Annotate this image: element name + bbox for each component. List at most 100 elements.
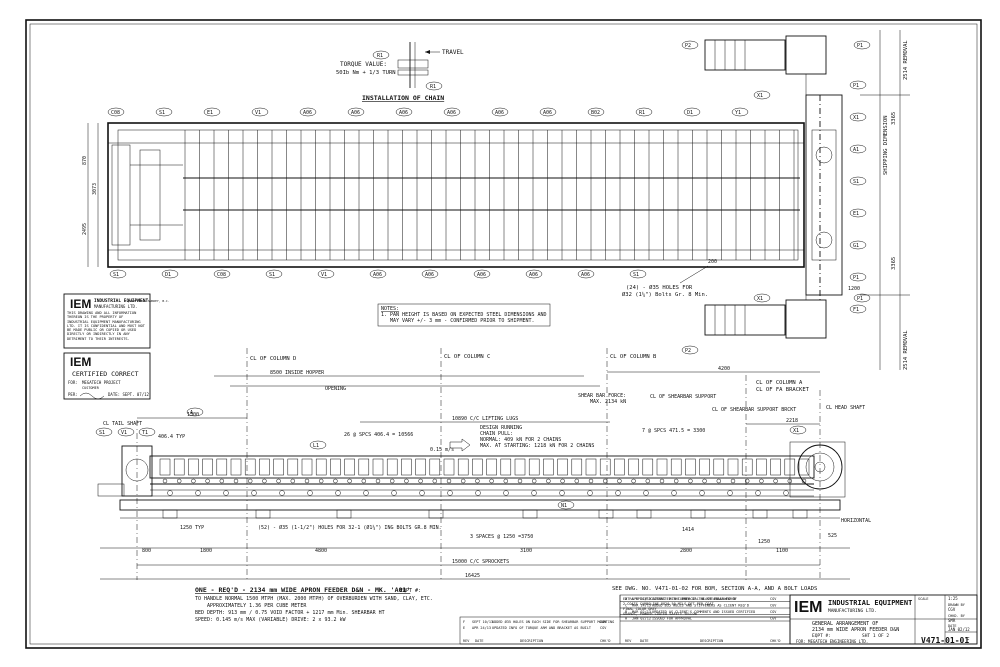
gearbox-bottom xyxy=(785,299,827,339)
svg-text:G1: G1 xyxy=(853,243,859,249)
svg-text:INDUSTRIAL EQUIPMENT: INDUSTRIAL EQUIPMENT xyxy=(828,599,912,607)
svg-text:GENERAL ARRANGEMENT OF: GENERAL ARRANGEMENT OF xyxy=(812,621,878,627)
svg-text:3365: 3365 xyxy=(891,257,897,270)
tag-p1-0: P1 xyxy=(849,80,867,90)
torque-label: TORQUE VALUE: xyxy=(340,61,387,68)
svg-text:DATE: DATE xyxy=(948,624,956,628)
dim-label: 525 xyxy=(828,533,837,539)
tag-a1-2: A1 xyxy=(849,144,867,154)
torque-value: 50Ib Nm + 1/3 TURN xyxy=(336,70,396,76)
svg-text:CHKD. BY: CHKD. BY xyxy=(948,614,966,618)
svg-text:NORMAL: 409 kN FOR 2 CHAINS: NORMAL: 409 kN FOR 2 CHAINS xyxy=(480,437,561,443)
tag-s1-3: S1 xyxy=(849,176,867,186)
svg-text:REV: REV xyxy=(625,639,632,643)
mounting-pad xyxy=(690,509,706,519)
travel-label: TRAVEL xyxy=(442,49,464,56)
tag-t1-2: T1 xyxy=(138,427,156,437)
svg-text:CGV: CGV xyxy=(770,597,777,601)
tail-section xyxy=(121,445,153,497)
installation-title: INSTALLATION OF CHAIN xyxy=(362,94,444,102)
overall-dim: 16425 xyxy=(465,573,480,579)
tag-d1-1: D1 xyxy=(161,269,179,279)
tag-a06-8: A06 xyxy=(525,269,543,279)
tag-v1-1: V1 xyxy=(117,427,135,437)
dim-label: 1414 xyxy=(682,527,694,533)
svg-text:R1: R1 xyxy=(377,53,383,59)
svg-text:V1: V1 xyxy=(121,430,127,436)
svg-text:TO HANDLE NORMAL 1500 MTPH (MA: TO HANDLE NORMAL 1500 MTPH (MAX. 2000 MT… xyxy=(195,596,433,602)
svg-text:CORRECTED THE INFO OF THE SHEA: CORRECTED THE INFO OF THE SHEARBAR FORCE xyxy=(652,597,736,601)
svg-text:E1: E1 xyxy=(853,211,859,217)
svg-text:2 COATS CARBOLINE 8820 50 MILS: 2 COATS CARBOLINE 8820 50 MILS DFT PER C… xyxy=(623,602,715,606)
feeder-title: ONE - REQ'D - 2134 mm WIDE APRON FEEDER … xyxy=(195,586,410,594)
svg-text:JAN 02/12: JAN 02/12 xyxy=(948,627,970,632)
elevation-flights xyxy=(159,458,810,484)
plan-outline xyxy=(107,122,805,268)
svg-text:CL OF COLUMN D: CL OF COLUMN D xyxy=(250,356,296,362)
tag-p1-2: P1 xyxy=(853,40,871,50)
svg-text:ADDED Ø35 HOLES ON EACH SIDE F: ADDED Ø35 HOLES ON EACH SIDE FOR SHEARBA… xyxy=(492,619,614,624)
svg-text:APPROXIMATELY 1.36 PER CUBE ME: APPROXIMATELY 1.36 PER CUBE METER xyxy=(207,603,307,609)
apron-flight-row xyxy=(149,455,815,479)
plan-view: SHIPPING DIMENSION 3365 3365 2514 REMOVA… xyxy=(82,30,910,370)
svg-text:T1: T1 xyxy=(142,430,148,436)
mounting-pad xyxy=(752,509,768,519)
svg-text:R1: R1 xyxy=(430,84,436,90)
tag-s1-10: S1 xyxy=(629,269,647,279)
tag-a06-5: A06 xyxy=(347,107,365,117)
svg-text:1200: 1200 xyxy=(848,286,860,292)
tag-v1-4: V1 xyxy=(317,269,335,279)
svg-text:CHK'D: CHK'D xyxy=(770,639,781,643)
tag-a06-5: A06 xyxy=(369,269,387,279)
svg-text:A06: A06 xyxy=(529,272,538,278)
holes-note-elevation: (52) - Ø35 (1-1/2") HOLES FOR 32-1 (Ø1¼"… xyxy=(258,524,442,531)
svg-text:0.15 m/s: 0.15 m/s xyxy=(430,447,454,453)
tag-x1-4: X1 xyxy=(753,293,771,303)
svg-text:F: F xyxy=(463,620,465,624)
svg-text:P1: P1 xyxy=(853,83,859,89)
tag-f1-7: F1 xyxy=(849,304,867,314)
tag-n1-5: N1 xyxy=(557,500,575,510)
svg-text:A06: A06 xyxy=(351,110,360,116)
svg-text:SHT 1 OF 2: SHT 1 OF 2 xyxy=(862,633,889,639)
mounting-pad xyxy=(792,509,808,519)
svg-text:CL TAIL SHAFT: CL TAIL SHAFT xyxy=(103,421,142,427)
svg-text:B: B xyxy=(625,610,627,614)
tag-a06-6: A06 xyxy=(395,107,413,117)
svg-text:2514 REMOVAL: 2514 REMOVAL xyxy=(903,330,909,370)
tag-s1-3: S1 xyxy=(265,269,283,279)
svg-text:L1: L1 xyxy=(313,443,319,449)
svg-text:IEM: IEM xyxy=(70,355,91,369)
svg-text:S1: S1 xyxy=(269,272,275,278)
svg-text:BED DEPTH: 913 mm / 0.75 VOID: BED DEPTH: 913 mm / 0.75 VOID FACTOR + 1… xyxy=(195,610,385,616)
svg-text:MANUFACTURING LTD.: MANUFACTURING LTD. xyxy=(828,608,877,614)
svg-text:PER:: PER: xyxy=(68,392,78,397)
dim-label: 1250 xyxy=(758,539,770,545)
svg-text:E: E xyxy=(463,626,465,630)
svg-text:B02: B02 xyxy=(591,110,600,116)
drawing-revision: F xyxy=(966,637,970,644)
tag-a06-9: A06 xyxy=(539,107,557,117)
dim-label: 1800 xyxy=(200,548,212,554)
svg-text:S1: S1 xyxy=(633,272,639,278)
certified-stamp: IEM CERTIFIED CORRECT FOR: MEGATECH PROJ… xyxy=(63,352,151,400)
title-block: IEM INDUSTRIAL EQUIPMENT MANUFACTURING L… xyxy=(789,594,978,645)
svg-text:SCALE: SCALE xyxy=(918,597,929,601)
tag-p2-5: P2 xyxy=(681,345,699,355)
tag-s1-0: S1 xyxy=(109,269,127,279)
svg-text:CL OF COLUMN C: CL OF COLUMN C xyxy=(444,354,490,360)
svg-text:CL OF SHEARBAR SUPPORT BRCKT: CL OF SHEARBAR SUPPORT BRCKT xyxy=(712,407,796,413)
svg-text:D1: D1 xyxy=(165,272,171,278)
notes-box: NOTES: 1. PAN HEIGHT IS BASED ON EXPECTE… xyxy=(377,303,551,327)
svg-text:X1: X1 xyxy=(853,115,859,121)
installation-detail: TRAVEL TORQUE VALUE: 50Ib Nm + 1/3 TURN … xyxy=(336,42,464,102)
